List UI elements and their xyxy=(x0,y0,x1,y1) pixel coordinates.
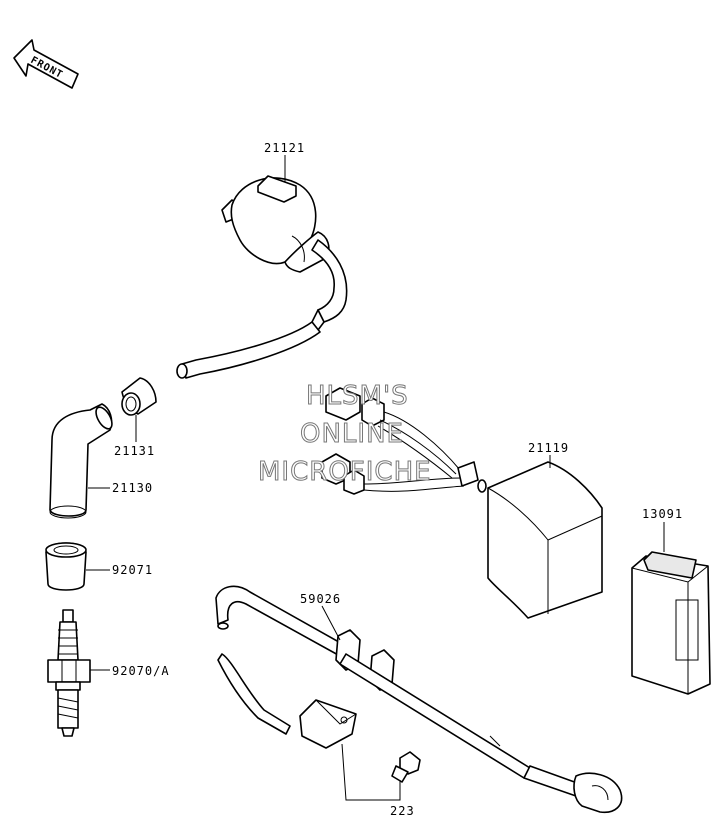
lead-sleeve[interactable] xyxy=(121,377,157,416)
cdi-rubber-mount[interactable] xyxy=(631,551,711,695)
label-13091: 13091 xyxy=(642,507,683,521)
label-92071: 92071 xyxy=(112,563,153,577)
spark-plug[interactable] xyxy=(47,609,91,737)
label-21130: 21130 xyxy=(112,481,153,495)
pickup-bolt[interactable] xyxy=(391,751,421,783)
ignition-coil[interactable] xyxy=(221,175,348,331)
watermark-line-1: HLSM'S xyxy=(306,381,409,411)
front-arrow-icon: FRONT xyxy=(13,39,79,89)
watermark-line-3: MICROFICHE xyxy=(258,457,432,487)
high-tension-lead xyxy=(176,321,321,379)
cdi-unit[interactable] xyxy=(487,461,603,619)
label-21119: 21119 xyxy=(528,441,569,455)
pickup-coil-harness[interactable] xyxy=(215,585,623,814)
label-21131: 21131 xyxy=(114,444,155,458)
plug-cap-boot[interactable] xyxy=(45,542,87,591)
label-223: 223 xyxy=(390,804,415,818)
label-92070: 92070/A xyxy=(112,664,170,678)
spark-plug-cap[interactable] xyxy=(49,403,115,519)
watermark-line-2: ONLINE xyxy=(300,419,404,449)
watermark: HLSM'S ONLINE MICROFICHE xyxy=(258,381,432,488)
label-59026: 59026 xyxy=(300,592,341,606)
label-21121: 21121 xyxy=(264,141,305,155)
cdi-connector-wiring xyxy=(321,387,487,495)
